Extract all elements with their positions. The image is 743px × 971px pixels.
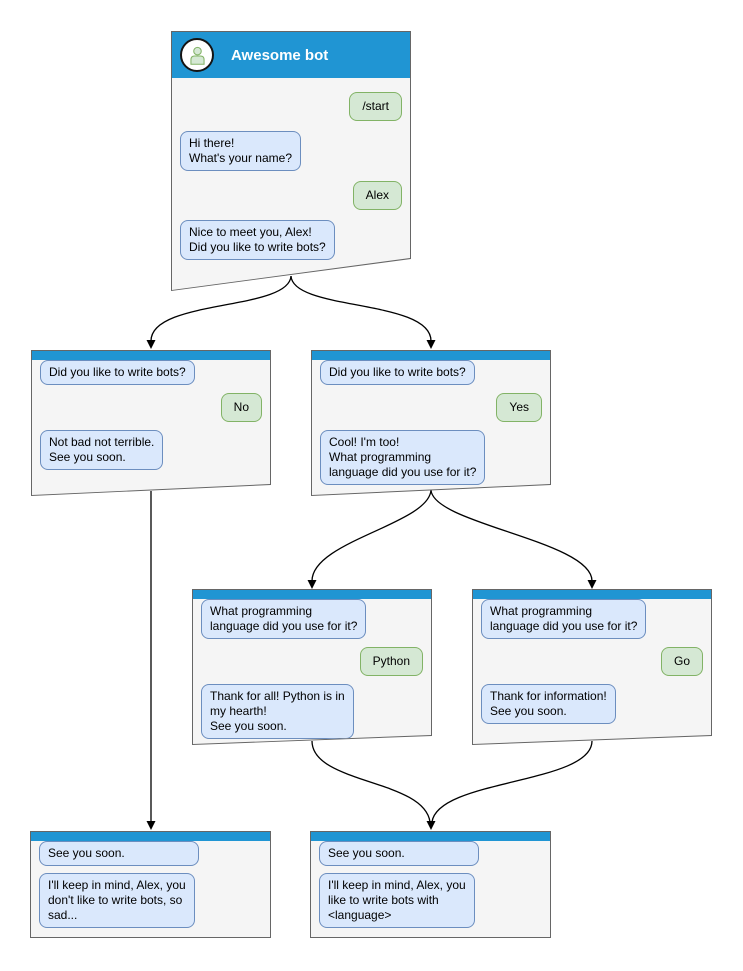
titlebar-main: Awesome bot	[172, 32, 410, 78]
messages-go: What programming language did you use fo…	[473, 599, 711, 744]
chat-window-branch-no: Did you like to write bots? No Not bad n…	[31, 350, 271, 496]
bot-message-bubble: What programming language did you use fo…	[481, 599, 646, 639]
messages-end-happy: See you soon. I'll keep in mind, Alex, y…	[311, 841, 550, 937]
bot-message-bubble: Did you like to write bots?	[40, 360, 195, 385]
edge-main-to-yes	[290, 275, 432, 342]
user-message-bubble: Alex	[353, 181, 402, 210]
messages-branch-no: Did you like to write bots? No Not bad n…	[32, 360, 270, 495]
messages-python: What programming language did you use fo…	[193, 599, 431, 744]
user-message-bubble: No	[221, 393, 262, 422]
titlebar	[311, 832, 550, 841]
chat-window-end-happy: See you soon. I'll keep in mind, Alex, y…	[310, 831, 551, 938]
chat-window-branch-yes: Did you like to write bots? Yes Cool! I'…	[311, 350, 551, 496]
bot-message-bubble: Did you like to write bots?	[320, 360, 475, 385]
bot-message-bubble: Thank for all! Python is in my hearth! S…	[201, 684, 354, 739]
titlebar	[31, 832, 270, 841]
bot-message-bubble: What programming language did you use fo…	[201, 599, 366, 639]
bot-message-bubble: Hi there! What's your name?	[180, 131, 301, 171]
titlebar	[473, 590, 711, 599]
titlebar	[312, 351, 550, 360]
chat-window-end-sad: See you soon. I'll keep in mind, Alex, y…	[30, 831, 271, 938]
bot-message-bubble: See you soon.	[319, 841, 479, 866]
bot-message-bubble: I'll keep in mind, Alex, you don't like …	[39, 873, 195, 928]
edge-yes-to-python	[311, 489, 432, 582]
bot-message-bubble: See you soon.	[39, 841, 199, 866]
bot-message-bubble: Not bad not terrible. See you soon.	[40, 430, 163, 470]
window-title: Awesome bot	[231, 46, 329, 64]
messages-main: /start Hi there! What's your name? Alex …	[172, 78, 410, 290]
chat-window-python: What programming language did you use fo…	[192, 589, 432, 745]
bot-avatar-icon	[180, 38, 214, 72]
edge-python-to-end	[311, 740, 431, 823]
chat-window-main: Awesome bot /start Hi there! What's your…	[171, 31, 411, 291]
edge-yes-to-go	[430, 489, 593, 582]
user-message-bubble: /start	[349, 92, 402, 121]
bot-message-bubble: Cool! I'm too! What programming language…	[320, 430, 485, 485]
messages-end-sad: See you soon. I'll keep in mind, Alex, y…	[31, 841, 270, 937]
user-message-bubble: Go	[661, 647, 703, 676]
edge-go-to-end	[431, 740, 593, 823]
titlebar	[32, 351, 270, 360]
chat-window-go: What programming language did you use fo…	[472, 589, 712, 745]
user-message-bubble: Python	[360, 647, 423, 676]
user-message-bubble: Yes	[496, 393, 542, 422]
bot-message-bubble: Nice to meet you, Alex! Did you like to …	[180, 220, 335, 260]
messages-branch-yes: Did you like to write bots? Yes Cool! I'…	[312, 360, 550, 495]
titlebar	[193, 590, 431, 599]
bot-message-bubble: I'll keep in mind, Alex, you like to wri…	[319, 873, 475, 928]
bot-message-bubble: Thank for information! See you soon.	[481, 684, 616, 724]
